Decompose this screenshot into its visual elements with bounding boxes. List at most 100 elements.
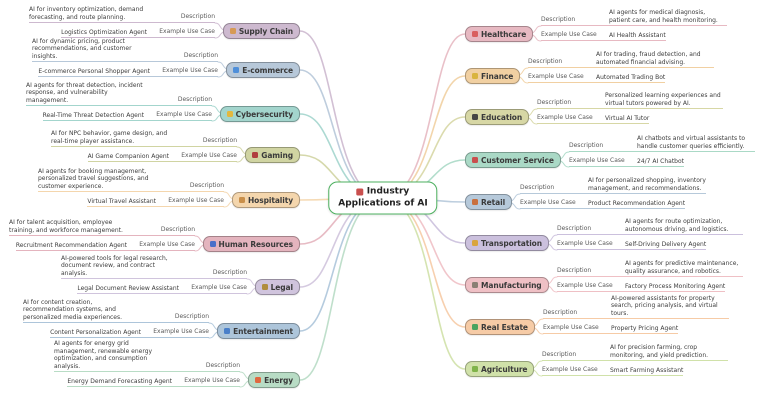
node-e-commerce[interactable]: E-commerce	[226, 62, 300, 78]
description-row: AI for inventory optimization, demand fo…	[29, 6, 215, 23]
center-node[interactable]: Industry Applications of AI	[328, 181, 438, 215]
description-text: AI for precision farming, crop monitorin…	[610, 344, 709, 359]
wheat-icon	[472, 366, 478, 372]
node-legal[interactable]: Legal	[254, 279, 300, 295]
node-agriculture[interactable]: Agriculture	[465, 361, 535, 377]
use-case-row: Example Use Case Property Pricing Agent	[543, 324, 679, 334]
description-text: AI for content creation, recommendation …	[23, 298, 123, 321]
node-hospitality[interactable]: Hospitality	[232, 192, 300, 208]
description-label: Description	[180, 13, 215, 20]
branch-label: Legal	[270, 282, 293, 292]
node-energy[interactable]: Energy	[248, 372, 300, 388]
use-case-text: Logistics Optimization Agent	[61, 28, 147, 36]
phone-icon	[472, 157, 478, 163]
branch-label: Agriculture	[481, 364, 528, 374]
description-text: AI for talent acquisition, employee trai…	[9, 219, 123, 234]
use-case-label: Example Use Case	[184, 377, 240, 384]
node-finance[interactable]: Finance	[465, 68, 521, 84]
use-case-label: Example Use Case	[153, 328, 209, 335]
game-controller-icon	[252, 152, 259, 158]
use-case-row: Energy Demand Forecasting Agent Example U…	[67, 377, 240, 387]
description-label: Description	[569, 142, 604, 149]
use-case-text: Content Personalization Agent	[50, 328, 141, 336]
description-text: AI agents for energy grid management, re…	[54, 340, 153, 370]
branch-curve	[299, 197, 384, 381]
description-text: Personalized learning experiences and vi…	[605, 92, 721, 107]
use-case-label: Example Use Case	[543, 324, 599, 331]
shopping-bags-icon	[472, 199, 478, 205]
use-case-text: Property Pricing Agent	[611, 324, 679, 332]
description-text: AI-powered assistants for property searc…	[611, 294, 718, 317]
node-education[interactable]: Education	[465, 109, 530, 125]
branch-label: Manufacturing	[481, 280, 542, 290]
branch-curve	[299, 30, 384, 199]
description-text: AI for dynamic pricing, product recommen…	[32, 37, 132, 60]
node-retail[interactable]: Retail	[465, 194, 513, 210]
node-gaming[interactable]: Gaming	[245, 147, 300, 163]
use-case-text: Energy Demand Forecasting Agent	[67, 377, 172, 385]
package-icon	[229, 28, 236, 34]
use-case-label: Example Use Case	[181, 152, 237, 159]
node-entertainment[interactable]: Entertainment	[217, 323, 300, 339]
node-customer-service[interactable]: Customer Service	[465, 152, 561, 168]
node-transportation[interactable]: Transportation	[465, 235, 549, 251]
branch-label: Healthcare	[481, 29, 527, 39]
use-case-text: Factory Process Monitoring Agent	[625, 282, 726, 290]
use-case-text: Virtual Travel Assistant	[87, 197, 156, 205]
description-text: AI for inventory optimization, demand fo…	[29, 6, 144, 21]
description-label: Description	[189, 182, 224, 189]
node-human-resources[interactable]: Human Resources	[202, 236, 300, 252]
node-cybersecurity[interactable]: Cybersecurity	[219, 106, 300, 122]
lightning-icon	[255, 377, 262, 383]
graduation-cap-icon	[472, 114, 478, 120]
branch-label: Supply Chain	[238, 26, 293, 36]
description-text: AI-powered tools for legal research, doc…	[61, 254, 168, 277]
description-text: AI agents for predictive maintenance, qu…	[625, 260, 739, 275]
branch-label: Gaming	[261, 150, 293, 160]
people-icon	[209, 241, 216, 247]
node-healthcare[interactable]: Healthcare	[465, 26, 534, 42]
node-supply-chain[interactable]: Supply Chain	[222, 23, 300, 39]
branch-curve	[382, 75, 466, 199]
use-case-label: Example Use Case	[557, 282, 613, 289]
use-case-text: Legal Document Review Assistant	[77, 284, 179, 292]
description-text: AI for personalized shopping, inventory …	[588, 177, 706, 192]
description-text: AI agents for booking management, person…	[38, 167, 149, 190]
branch-label: Cybersecurity	[235, 109, 293, 119]
description-row: AI for dynamic pricing, product recommen…	[32, 37, 218, 62]
branch-label: Hospitality	[248, 195, 293, 205]
description-label: Description	[557, 225, 592, 232]
branch-label: Customer Service	[481, 155, 554, 165]
use-case-label: Example Use Case	[162, 67, 218, 74]
use-case-label: Example Use Case	[139, 241, 195, 248]
clapperboard-icon	[224, 328, 231, 334]
branch-curve	[299, 69, 384, 199]
node-real-estate[interactable]: Real Estate	[465, 319, 535, 335]
node-manufacturing[interactable]: Manufacturing	[465, 277, 549, 293]
branch-label: Retail	[481, 197, 506, 207]
description-row: AI for content creation, recommendation …	[23, 298, 209, 323]
description-row: AI for talent acquisition, employee trai…	[9, 219, 195, 236]
money-bag-icon	[472, 73, 478, 79]
description-label: Description	[183, 52, 218, 59]
branch-curve	[382, 197, 466, 370]
